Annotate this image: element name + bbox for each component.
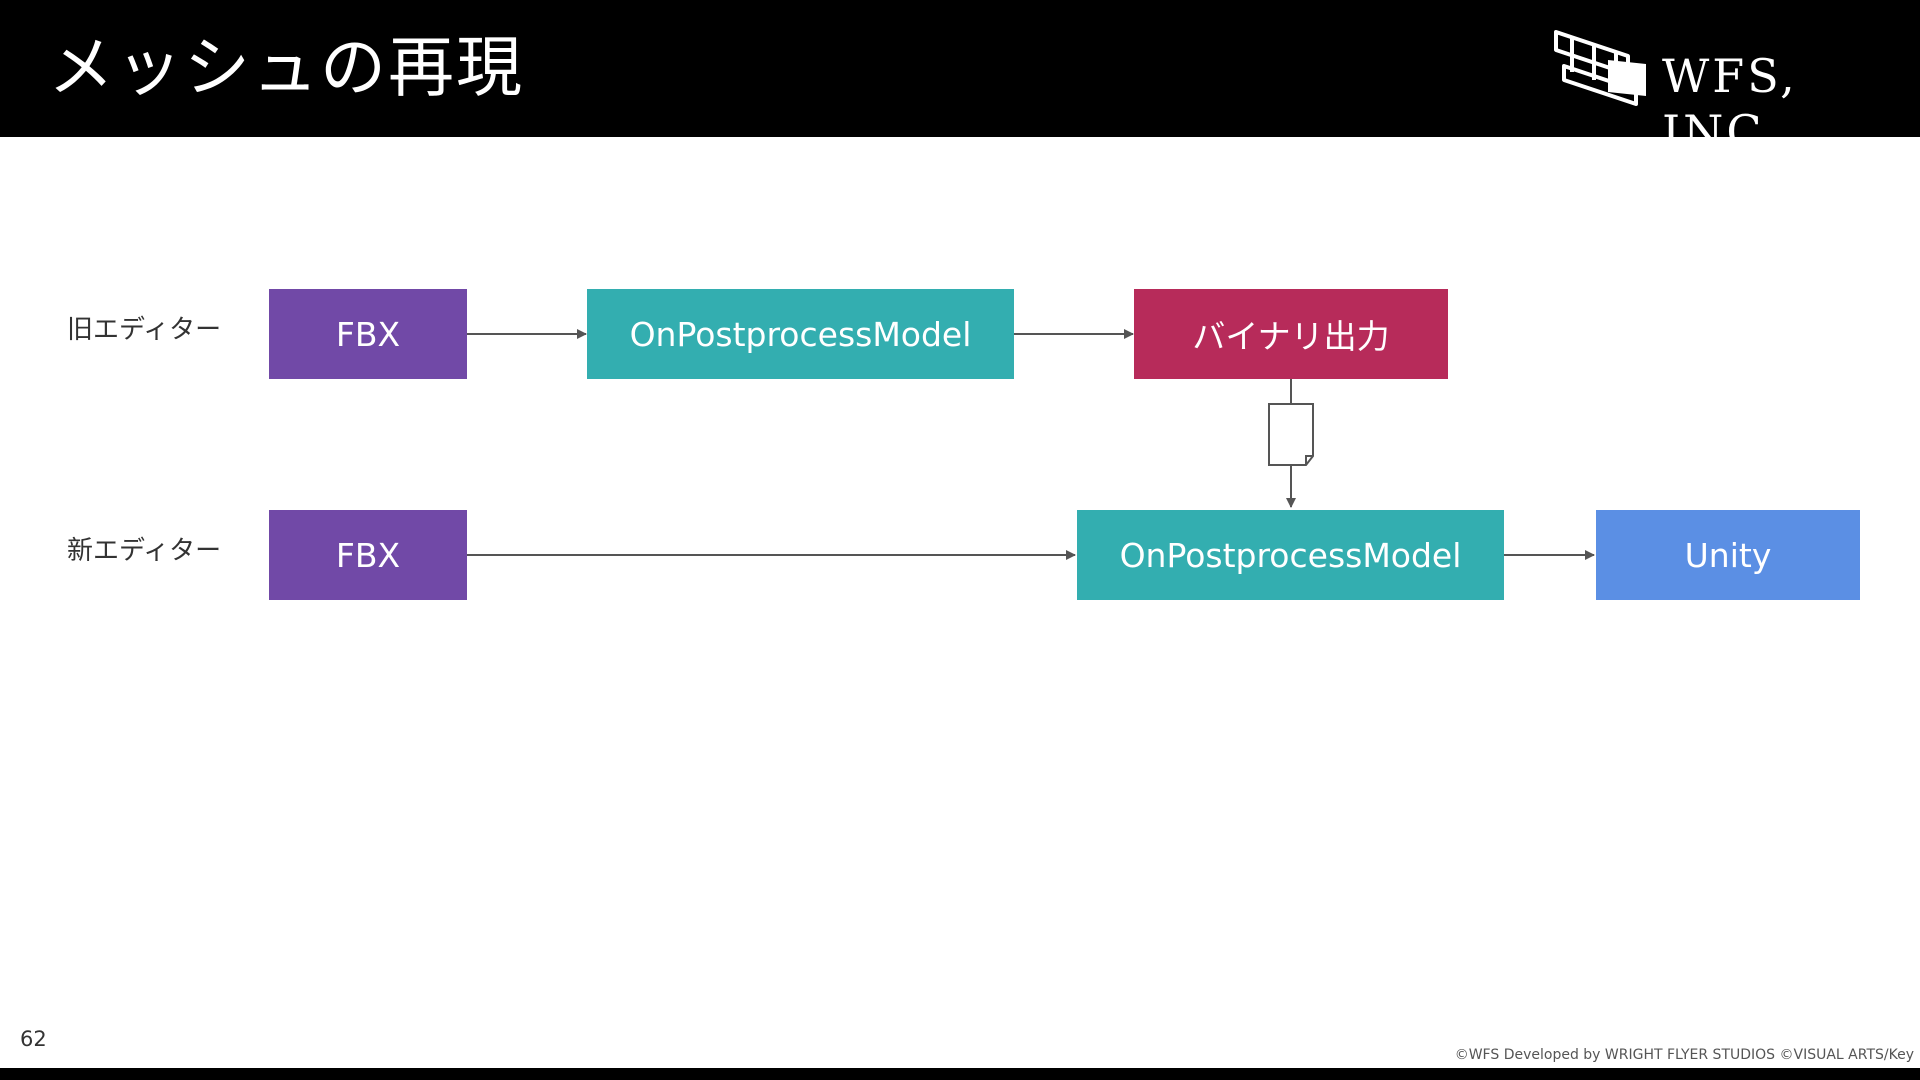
- page-title: メッシュの再現: [48, 29, 524, 106]
- copyright-text: ©WFS Developed by WRIGHT FLYER STUDIOS ©…: [1454, 1047, 1914, 1063]
- new-editor-label: 新エディター: [67, 536, 222, 566]
- footer-bar: [0, 1068, 1920, 1080]
- header-bar: メッシュの再現 WFS, INC.: [0, 0, 1920, 159]
- node-unity-label: Unity: [1684, 535, 1772, 575]
- node-old-postprocess-label: OnPostprocessModel: [629, 314, 972, 354]
- file-icon: [1268, 403, 1314, 466]
- node-binary-output-label: バイナリ出力: [1192, 317, 1390, 356]
- node-unity: Unity: [1596, 510, 1860, 600]
- node-binary-output: バイナリ出力: [1134, 289, 1448, 379]
- node-old-fbx-label: FBX: [335, 314, 401, 354]
- old-editor-label: 旧エディター: [67, 315, 222, 345]
- logo-text: WFS, INC.: [1662, 49, 1798, 159]
- node-new-fbx: FBX: [269, 510, 467, 600]
- node-new-postprocess: OnPostprocessModel: [1077, 510, 1504, 600]
- company-logo: WFS, INC.: [1550, 26, 1880, 159]
- biplane-icon: [1554, 30, 1646, 106]
- node-old-postprocess: OnPostprocessModel: [587, 289, 1014, 379]
- node-old-fbx: FBX: [269, 289, 467, 379]
- node-new-postprocess-label: OnPostprocessModel: [1119, 535, 1462, 575]
- node-new-fbx-label: FBX: [335, 535, 401, 575]
- page-number: 62: [20, 1027, 47, 1051]
